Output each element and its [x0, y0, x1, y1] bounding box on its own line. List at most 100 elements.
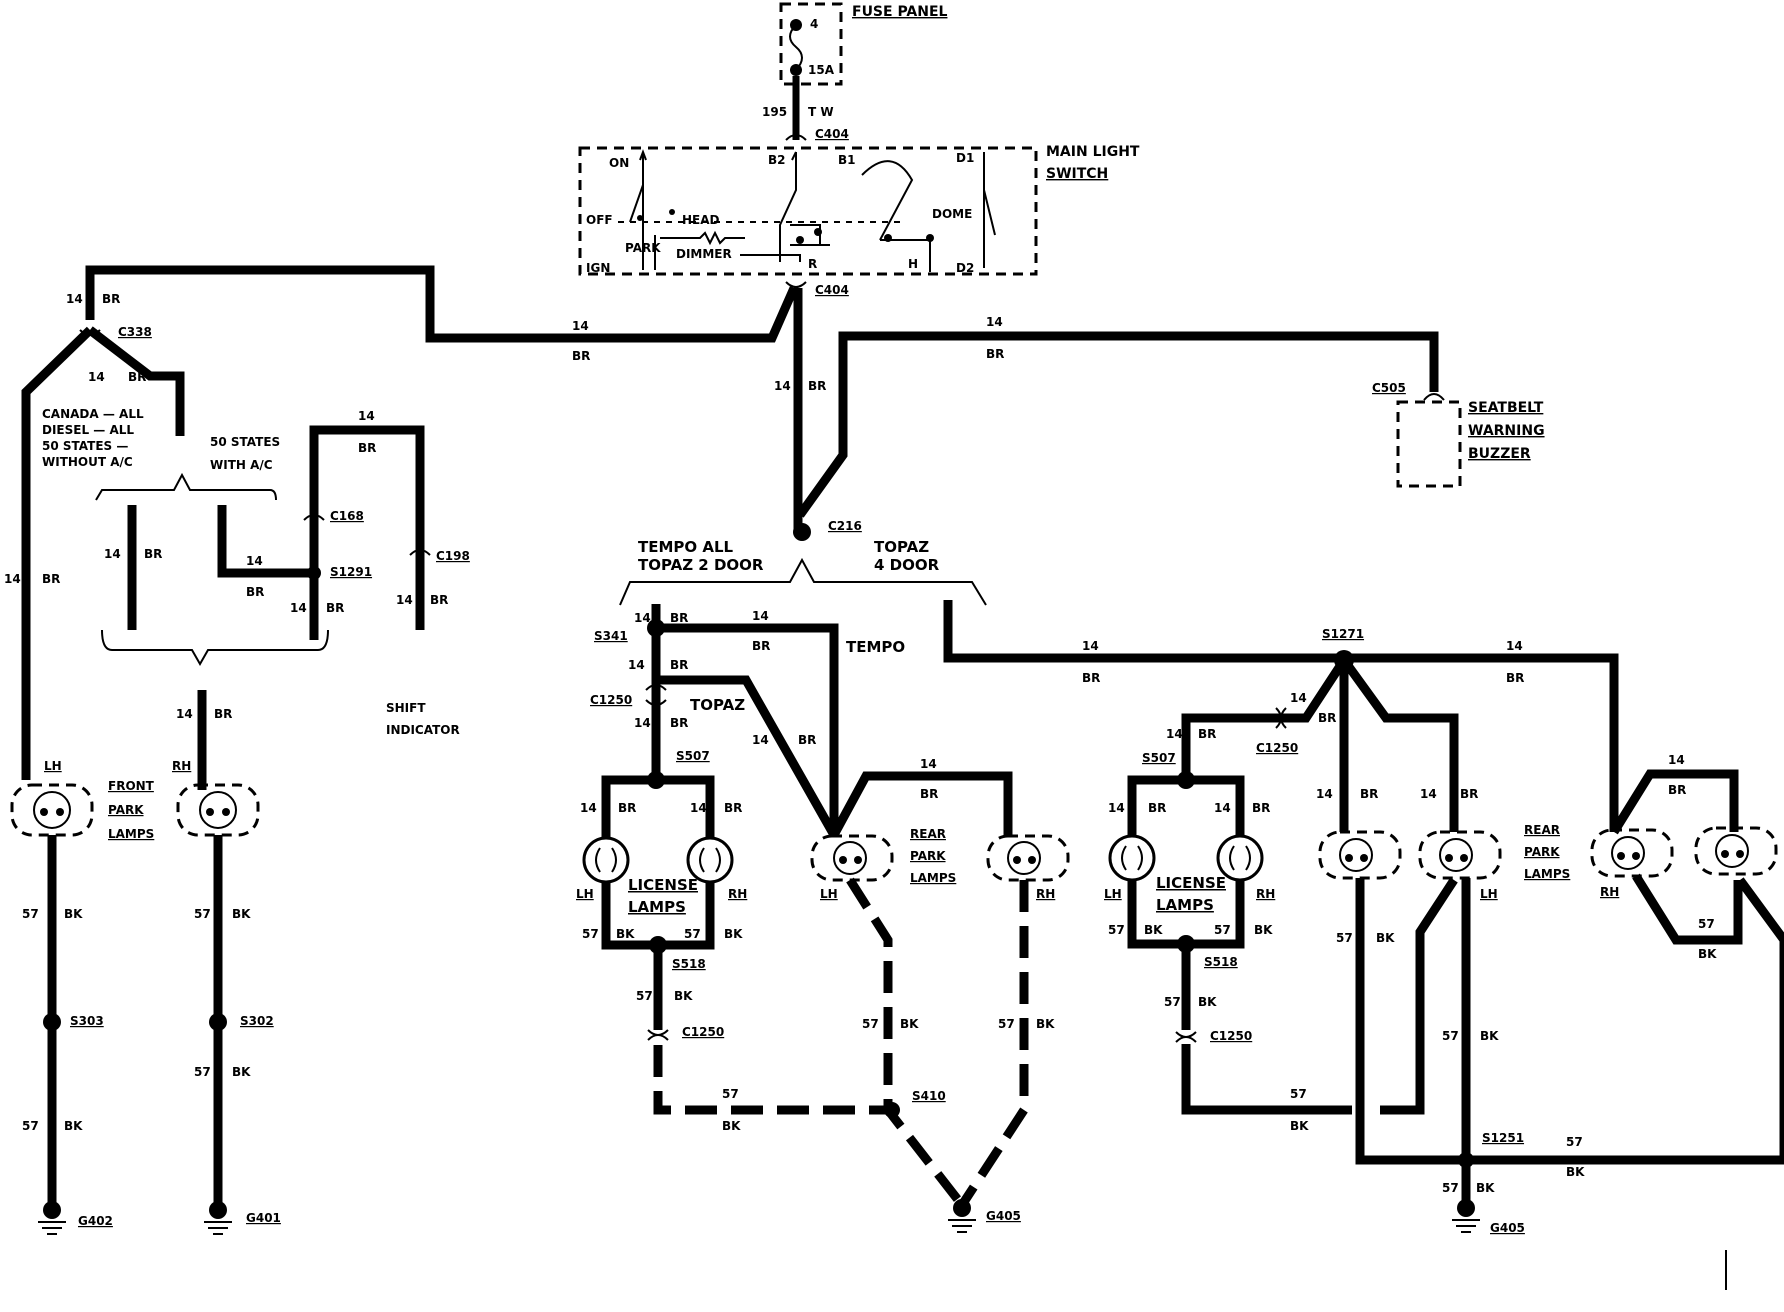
s302-splice [209, 1013, 227, 1031]
wire-57-label: 57 [1442, 1029, 1459, 1043]
wire-bk-lh-outer [1355, 878, 1466, 1165]
tempo-topaz2-label-1: TEMPO ALL [638, 538, 734, 556]
wire-br-tempo [660, 623, 839, 835]
wire-br-label: BR [214, 707, 232, 721]
wire-14-label: 14 [920, 757, 937, 771]
wire-br-label: BR [430, 593, 448, 607]
wire-14-label: 14 [752, 609, 769, 623]
switch-on-label: ON [609, 156, 629, 170]
wire-br-to-buzzer [796, 331, 1439, 518]
wire-14-label: 14 [634, 716, 651, 730]
main-light-switch-label-1: MAIN LIGHT [1046, 144, 1140, 160]
switch-d1-label: D1 [956, 151, 974, 165]
wire-bk-label: BK [1198, 995, 1217, 1009]
front-park-lamp-lh: LH [10, 759, 94, 837]
wire-br-label: BR [986, 347, 1004, 361]
wire-bk-label: BK [900, 1017, 919, 1031]
s1291-label: S1291 [330, 565, 372, 579]
wire-57-label: 57 [1108, 923, 1125, 937]
wire-57-label: 57 [1566, 1135, 1583, 1149]
wire-14-label: 14 [1166, 727, 1183, 741]
wire-14-label: 14 [66, 292, 83, 306]
wire-57-label: 57 [998, 1017, 1015, 1031]
wire-14-label: 14 [1420, 787, 1437, 801]
rh-label: RH [1036, 887, 1055, 901]
main-light-switch: MAIN LIGHT SWITCH ON OFF PARK IGN HEAD D… [578, 144, 1140, 276]
rh-label: RH [1256, 887, 1275, 901]
license-lamp-lh: LH [576, 836, 630, 901]
wire-bk-c1250-right [1181, 1044, 1352, 1115]
lh-label: LH [576, 887, 594, 901]
license-lamp-rh-right: RH [1216, 834, 1275, 901]
wire-57-label: 57 [582, 927, 599, 941]
switch-dimmer-label: DIMMER [676, 247, 732, 261]
wire-br-label: BR [670, 716, 688, 730]
license-lamp-lh-right: LH [1104, 834, 1156, 901]
buzzer-label-3: BUZZER [1468, 446, 1531, 462]
wire-14-label: 14 [1108, 801, 1125, 815]
wire-195-color: T W [808, 105, 834, 119]
s303-splice [43, 1013, 61, 1031]
lh-label: LH [1104, 887, 1122, 901]
wire-br-label: BR [572, 349, 590, 363]
wire-14-label: 14 [1290, 691, 1307, 705]
wire-57-label: 57 [1214, 923, 1231, 937]
g405-label: G405 [1490, 1221, 1525, 1235]
s341-label: S341 [594, 629, 628, 643]
wire-bk-label: BK [722, 1119, 741, 1133]
wire-br-label: BR [670, 658, 688, 672]
wire-14-label: 14 [628, 658, 645, 672]
wire-br-label: BR [102, 292, 120, 306]
rear-park-lamps-label-2: PARK [910, 849, 946, 863]
wire-57-label: 57 [1164, 995, 1181, 1009]
wire-57-label: 57 [1442, 1181, 1459, 1195]
wire-14-label: 14 [396, 593, 413, 607]
rear-park-lamp-lh-outer [1318, 830, 1402, 880]
switch-ign-label: IGN [586, 261, 610, 275]
states-ac-label-2: WITH A/C [210, 458, 273, 472]
wire-57-label: 57 [722, 1087, 739, 1101]
variant-bracket-bottom [101, 629, 329, 667]
wire-br-label: BR [808, 379, 826, 393]
c216-splice [793, 523, 811, 541]
s507-label: S507 [1142, 751, 1176, 765]
c338-label: C338 [118, 325, 152, 339]
s410-label: S410 [912, 1089, 946, 1103]
canada-label-4: WITHOUT A/C [42, 455, 133, 469]
main-light-switch-label-2: SWITCH [1046, 166, 1108, 182]
canada-label-1: CANADA — ALL [42, 407, 144, 421]
wire-br-s1271-c1250 [1181, 657, 1348, 780]
rh-label: RH [172, 759, 191, 773]
variant-bracket-top [95, 472, 277, 501]
wire-bk-label: BK [674, 989, 693, 1003]
fuse-panel-label: FUSE PANEL [852, 4, 948, 20]
shift-indicator-label-2: INDICATOR [386, 723, 460, 737]
wire-14-label: 14 [1082, 639, 1099, 653]
s302-label: S302 [240, 1014, 274, 1028]
g401-label: G401 [246, 1211, 281, 1225]
switch-b2-label: B2 [768, 153, 786, 167]
wire-br-main-left [85, 265, 799, 343]
wire-57-label: 57 [194, 907, 211, 921]
wire-bk-label: BK [724, 927, 743, 941]
s410-splice [884, 1102, 900, 1118]
rear-park-lamps-label-1: REAR [910, 827, 946, 841]
wire-14-label: 14 [690, 801, 707, 815]
wire-br-label: BR [724, 801, 742, 815]
c198-symbol [409, 549, 431, 556]
c1250-symbol [645, 684, 667, 706]
wire-bk-label: BK [616, 927, 635, 941]
wire-bk-label: BK [1566, 1165, 1585, 1179]
rh-label: RH [728, 887, 747, 901]
wire-bk-dashed-license [653, 1045, 892, 1115]
wire-57-label: 57 [194, 1065, 211, 1079]
switch-d2-label: D2 [956, 261, 974, 275]
wire-br-label: BR [752, 639, 770, 653]
wire-57-label: 57 [22, 907, 39, 921]
lh-label: LH [820, 887, 838, 901]
wire-br-label: BR [1668, 783, 1686, 797]
wire-bk-label: BK [1480, 1029, 1499, 1043]
s518-label: S518 [672, 957, 706, 971]
wire-bk-rh-loop [1632, 873, 1743, 945]
wire-bk-label: BK [1144, 923, 1163, 937]
